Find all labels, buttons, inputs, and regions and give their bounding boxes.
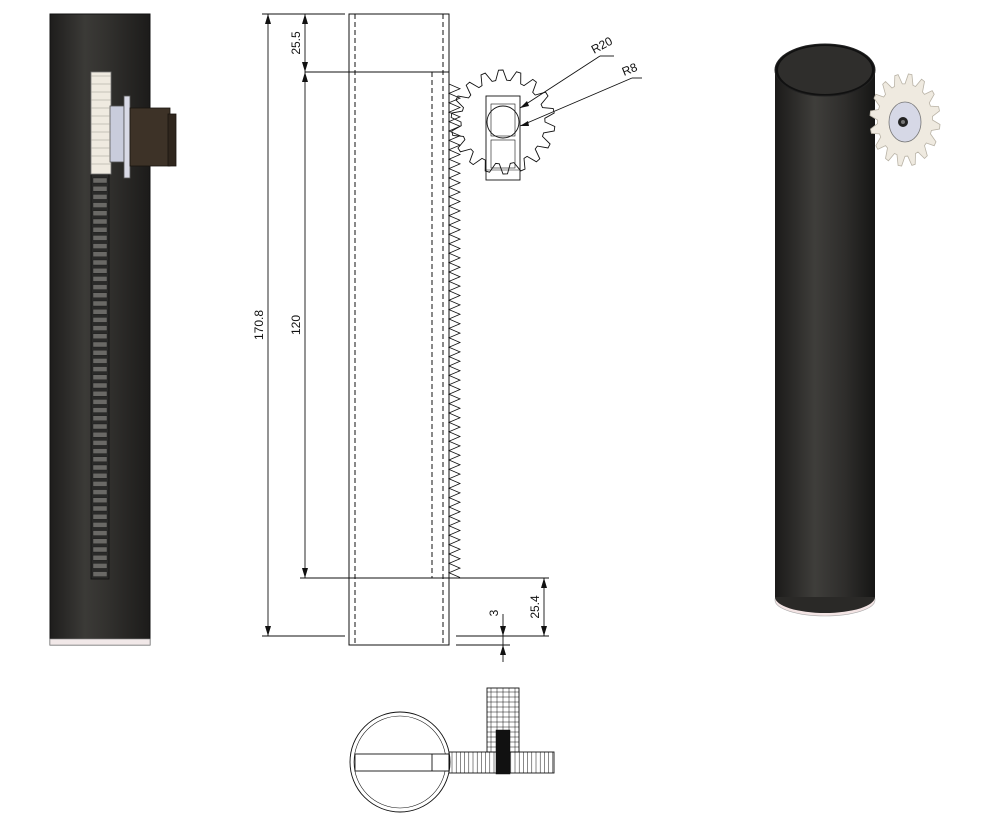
iso-gear-bore [901,120,905,124]
front-wireframe-view [300,13,556,646]
rack-tooth [92,341,108,348]
rack-tooth [92,415,108,421]
rack-tooth [92,226,108,233]
rack-tooth [92,538,108,544]
dim-bottom-offset: 25.4 [528,595,542,619]
tube-bottom-rim [49,638,151,646]
r20-leader [519,55,601,109]
rack-tooth [92,489,108,495]
rack-tooth [92,251,108,258]
arrow [302,568,308,578]
rack-tooth [92,481,108,487]
top-tube-outer [349,711,451,813]
rack-tooth [92,555,108,561]
rack-tooth [92,333,108,339]
rack-tooth [92,464,108,471]
front-shaded-view [49,13,177,646]
dim-overall-height: 170.8 [252,310,266,340]
dimension-labels: 170.8 25.5 120 25.4 3 R20 R8 [252,31,640,619]
motor-inner-top [490,103,516,137]
arrow [265,626,271,636]
rack-tooth [92,448,108,454]
rack-teeth [447,83,462,578]
rack-tooth [92,432,108,438]
rack-tooth [92,317,108,323]
dimension-arrows [265,14,547,655]
rack-tooth [92,202,108,208]
bracket-plate [123,95,131,179]
callout-r8: R8 [620,60,640,79]
rack-tooth [92,382,108,389]
callout-r20: R20 [589,34,615,57]
tube-outline [348,13,450,646]
arrow [302,72,308,82]
gear-rack-strip [90,173,110,580]
dim-bottom-gap: 3 [487,609,501,616]
motor-inner-bottom [490,139,516,169]
rack-tooth [92,325,108,331]
rack-tooth [92,399,108,405]
rack-tooth [92,350,108,356]
motor-cap [167,113,177,167]
arrow [265,14,271,24]
arrow [520,101,529,108]
arrow [520,121,529,126]
rack-tooth [92,300,108,307]
arrow [541,626,547,636]
motor-shaft-block [495,729,511,775]
pinion-hub-circle [486,105,520,139]
rack-tooth [92,218,108,225]
arrow [500,626,506,636]
rack-tooth [92,358,108,364]
rack-tooth [92,194,108,200]
arrow [302,62,308,72]
rack-tooth [92,235,108,241]
top-rack-bar [354,753,450,772]
rack-tooth [92,563,108,569]
rack-tooth [92,497,108,503]
top-motor-hatching [487,688,519,775]
rack-tooth [92,177,108,184]
rack-tooth [92,374,108,380]
iso-tube-top-inner [778,46,872,94]
rack-tooth [92,268,108,274]
iso-tube-body-front [775,70,875,597]
rack-tooth [92,440,108,446]
rack-tooth [92,276,108,282]
rack-tooth [92,530,108,536]
rack-tooth [92,391,108,397]
rack-tooth [92,423,108,430]
rack-tooth [92,473,108,479]
rack-tooth [92,571,108,577]
rack-tooth [92,284,108,290]
rack-tooth [92,522,108,528]
rack-tooth [92,456,108,462]
rack-tooth [92,185,108,192]
isometric-shaded-view [774,43,941,617]
rack-tooth [92,292,108,298]
arrow [500,645,506,655]
rack-tooth [92,259,108,266]
arrow [541,578,547,588]
dim-top-offset: 25.5 [289,31,303,55]
rack-tooth [92,309,108,315]
dim-rack-length: 120 [289,315,303,335]
pinion-gear-outline [450,69,556,175]
rack-tooth [92,210,108,217]
motor-outline [485,95,521,181]
rack-tooth [92,546,108,553]
rack-tooth [92,514,108,520]
motor-bracket [109,105,125,163]
rack-tooth [92,407,108,413]
gear-face [90,71,112,175]
rack-tooth [92,366,108,372]
arrow [302,14,308,24]
r8-leader [519,77,633,127]
rack-tooth [92,243,108,249]
top-wireframe-view [349,687,555,813]
rack-tooth [92,505,108,512]
motor-body [129,107,171,167]
